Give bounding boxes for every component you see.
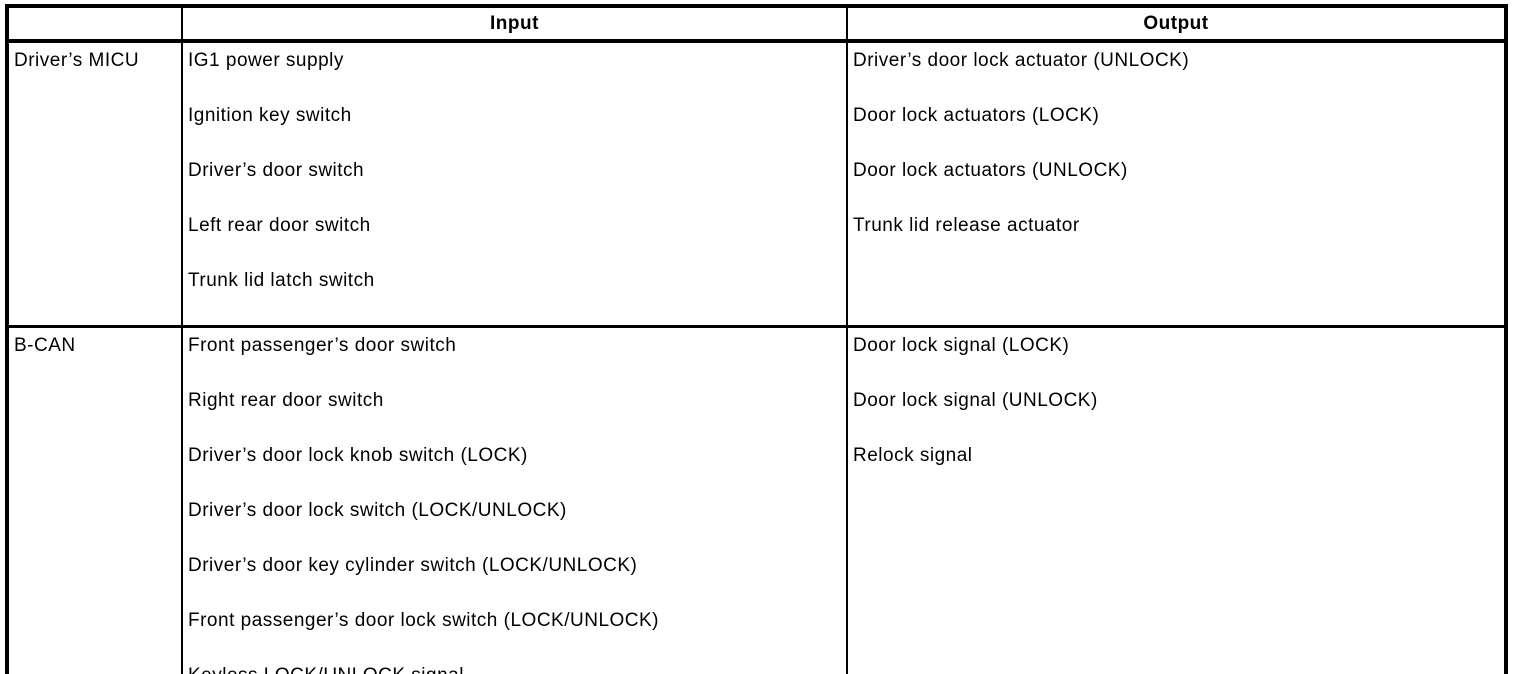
input-item: Right rear door switch bbox=[188, 390, 384, 411]
header-input-cell: Input bbox=[181, 4, 848, 43]
input-item: Driver’s door key cylinder switch (LOCK/… bbox=[188, 555, 638, 576]
input-item: Driver’s door switch bbox=[188, 160, 365, 181]
input-item: Trunk lid latch switch bbox=[188, 270, 375, 291]
input-item: Front passenger’s door switch bbox=[188, 335, 457, 356]
row-source-cell: B-CAN bbox=[6, 325, 183, 674]
output-item: Door lock signal (LOCK) bbox=[853, 335, 1070, 356]
table-row-bcan: B-CAN Front passenger’s door switch Righ… bbox=[6, 325, 1507, 674]
input-output-table: Input Output Driver’s MICU IG1 power sup… bbox=[5, 4, 1508, 674]
output-item: Driver’s door lock actuator (UNLOCK) bbox=[853, 50, 1190, 71]
output-item: Door lock actuators (UNLOCK) bbox=[853, 160, 1128, 181]
row-source-cell: Driver’s MICU bbox=[6, 40, 183, 328]
output-item: Relock signal bbox=[853, 445, 973, 466]
input-item: Front passenger’s door lock switch (LOCK… bbox=[188, 610, 660, 631]
output-item: Trunk lid release actuator bbox=[853, 215, 1080, 236]
output-cell: Driver’s door lock actuator (UNLOCK) Doo… bbox=[846, 40, 1507, 328]
input-item: Keyless LOCK/UNLOCK signal bbox=[188, 665, 842, 674]
output-cell: Door lock signal (LOCK) Door lock signal… bbox=[846, 325, 1507, 674]
table-row-drivers-micu: Driver’s MICU IG1 power supply Ignition … bbox=[6, 40, 1507, 328]
input-item: Left rear door switch bbox=[188, 215, 371, 236]
input-item: IG1 power supply bbox=[188, 50, 344, 71]
output-item: Door lock actuators (LOCK) bbox=[853, 105, 1100, 126]
output-item: Door lock signal (UNLOCK) bbox=[853, 390, 1098, 411]
input-item: Ignition key switch bbox=[188, 105, 352, 126]
input-item: Driver’s door lock knob switch (LOCK) bbox=[188, 445, 528, 466]
row-source-label: B-CAN bbox=[14, 335, 76, 356]
input-cell: IG1 power supply Ignition key switch Dri… bbox=[181, 40, 848, 328]
row-source-label: Driver’s MICU bbox=[14, 50, 140, 71]
input-item: Driver’s door lock switch (LOCK/UNLOCK) bbox=[188, 500, 567, 521]
header-output-cell: Output bbox=[846, 4, 1507, 43]
header-row: Input Output bbox=[6, 4, 1507, 43]
header-source-cell bbox=[6, 4, 183, 43]
input-cell: Front passenger’s door switch Right rear… bbox=[181, 325, 848, 674]
